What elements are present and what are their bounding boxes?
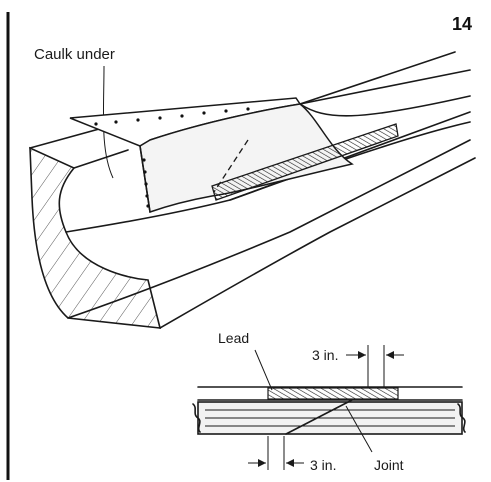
dimension-top-label: 3 in. [312, 347, 338, 363]
nail-holes-top [94, 107, 250, 126]
lead-label: Lead [218, 330, 249, 346]
joint-cross-section: Lead 3 in. 3 in. Joint [192, 330, 466, 473]
patch-body [139, 103, 354, 214]
lead-strip [211, 123, 399, 201]
patch-front-edge [139, 145, 151, 213]
scarf-joint-line [285, 399, 353, 435]
joint-leader-line [345, 405, 373, 453]
gutter-section [29, 51, 476, 329]
metal-patch [69, 97, 354, 214]
dimension-bottom-label: 3 in. [310, 457, 336, 473]
joint-label: Joint [374, 457, 404, 473]
caulk-under-label: Caulk under [34, 46, 115, 63]
lead-section [267, 387, 399, 400]
nail-holes-front [142, 158, 150, 208]
gutter-end-face [29, 146, 162, 329]
lead-leader-line [254, 349, 273, 391]
page-number: 14 [452, 14, 472, 34]
